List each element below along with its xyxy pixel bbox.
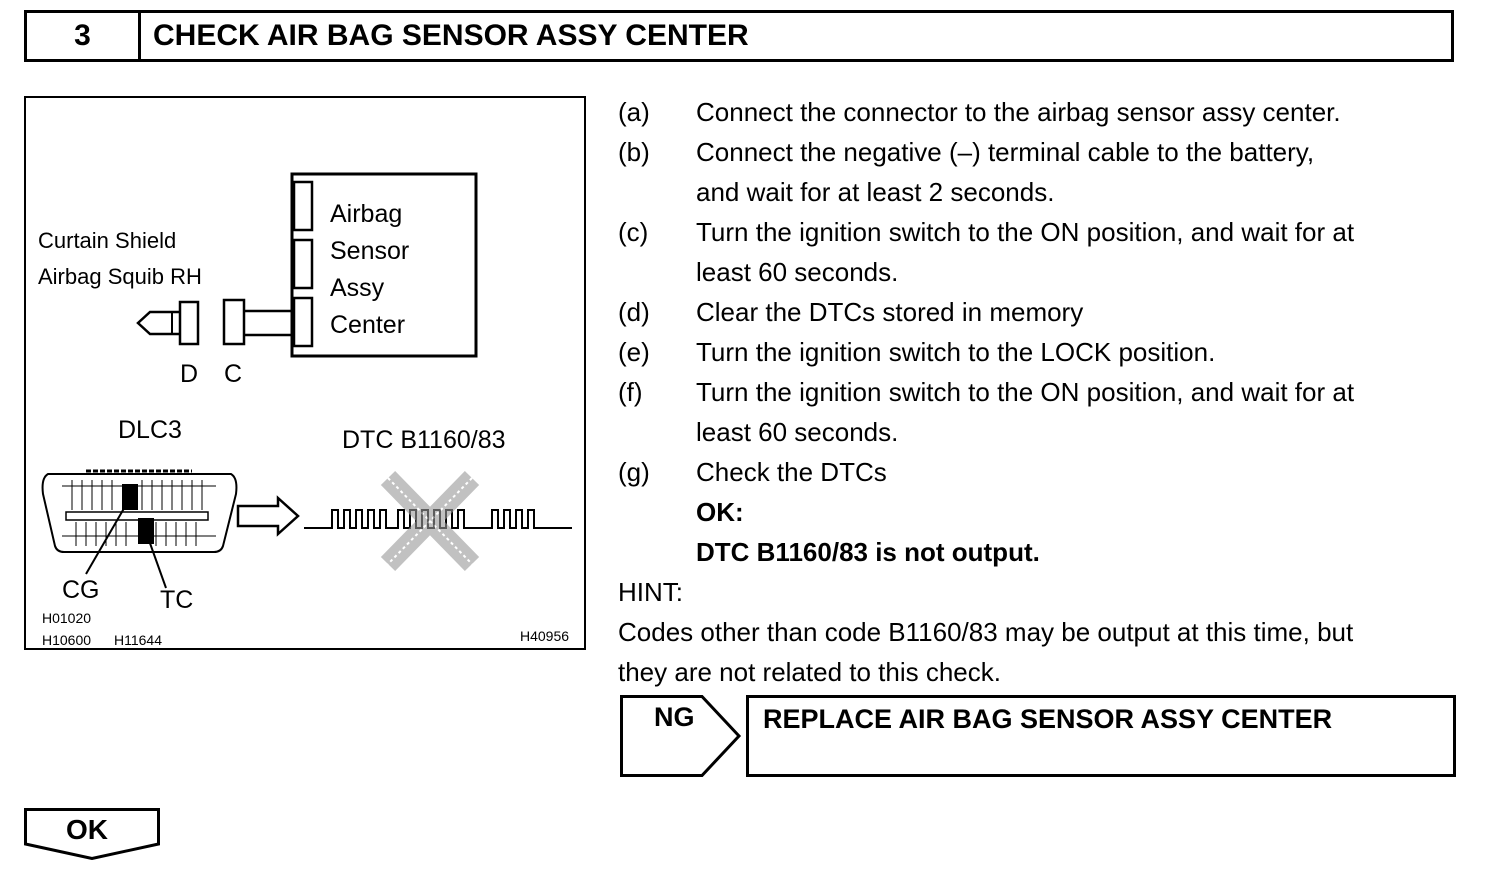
step-label: (a) [618, 97, 650, 127]
hint-text: they are not related to this check. [618, 657, 1001, 687]
connector-d-label: D [180, 360, 199, 388]
ref-code: H10600 [42, 632, 92, 648]
ref-code: H40956 [520, 628, 570, 644]
step-item: (a) Connect the connector to the airbag … [618, 92, 1458, 132]
tc-label: TC [160, 586, 194, 614]
ok-arrow-icon [24, 808, 160, 860]
step-text: Turn the ignition switch to the ON posit… [696, 377, 1355, 407]
ok-criteria-text: DTC B1160/83 is not output. [696, 537, 1040, 567]
ecu-label-line3: Assy [330, 274, 385, 302]
ecu-label-line1: Airbag [330, 200, 403, 228]
procedure-steps: (a) Connect the connector to the airbag … [618, 92, 1458, 692]
ok-criteria-title: OK: [696, 497, 744, 527]
step-item: (e) Turn the ignition switch to the LOCK… [618, 332, 1458, 372]
ng-action-text: REPLACE AIR BAG SENSOR ASSY CENTER [763, 704, 1333, 734]
airbag-squib-label: Airbag Squib RH [38, 264, 202, 289]
step-text: Turn the ignition switch to the ON posit… [696, 217, 1355, 247]
ref-code: H01020 [42, 610, 92, 626]
ok-label: OK [66, 814, 108, 845]
step-item: (f) Turn the ignition switch to the ON p… [618, 372, 1458, 452]
step-label: (e) [618, 337, 650, 367]
ref-code: H11644 [114, 632, 163, 648]
tc-terminal [138, 518, 154, 544]
dlc3-label: DLC3 [118, 416, 182, 444]
step-item: (c) Turn the ignition switch to the ON p… [618, 212, 1458, 292]
step-item: (g) Check the DTCs OK: DTC B1160/83 is n… [618, 452, 1458, 572]
diagram-drawing [41, 172, 572, 589]
cg-label: CG [62, 576, 100, 604]
step-label: (d) [618, 297, 650, 327]
dtc-label: DTC B1160/83 [342, 426, 506, 454]
hint-title: HINT: [618, 577, 683, 607]
ecu-box [290, 172, 478, 358]
step-text: least 60 seconds. [696, 257, 899, 287]
dlc3-connector [41, 469, 238, 553]
ng-pentagon-icon [620, 695, 742, 777]
step-text: and wait for at least 2 seconds. [696, 177, 1055, 207]
ng-action-box: REPLACE AIR BAG SENSOR ASSY CENTER [746, 695, 1456, 777]
step-label: (f) [618, 377, 643, 407]
step-item: (b) Connect the negative (–) terminal ca… [618, 132, 1458, 212]
step-text: Clear the DTCs stored in memory [696, 297, 1084, 327]
ng-label: NG [654, 702, 695, 732]
step-number: 3 [27, 13, 141, 59]
step-text: least 60 seconds. [696, 417, 899, 447]
ecu-label-line4: Center [330, 311, 406, 339]
step-text: Check the DTCs [696, 457, 887, 487]
step-header: 3 CHECK AIR BAG SENSOR ASSY CENTER [24, 10, 1454, 62]
step-item: (d) Clear the DTCs stored in memory [618, 292, 1458, 332]
step-title: CHECK AIR BAG SENSOR ASSY CENTER [153, 19, 749, 52]
step-text: Turn the ignition switch to the LOCK pos… [696, 337, 1216, 367]
step-label: (b) [618, 137, 650, 167]
step-label: (c) [618, 217, 649, 247]
step-label: (g) [618, 457, 650, 487]
connector-c [222, 298, 246, 346]
step-text: Connect the connector to the airbag sens… [696, 97, 1341, 127]
curtain-shield-label: Curtain Shield [38, 228, 177, 253]
not-output-cross-icon [380, 471, 480, 571]
hint-text: Codes other than code B1160/83 may be ou… [618, 617, 1354, 647]
step-text: Connect the negative (–) terminal cable … [696, 137, 1315, 167]
arrow-right-icon [236, 495, 300, 537]
connector-c-label: C [224, 360, 243, 388]
connector-d [178, 300, 200, 346]
wiring-diagram: Curtain Shield Airbag Squib RH Airbag Se… [24, 96, 586, 650]
ecu-label-line2: Sensor [330, 237, 410, 265]
